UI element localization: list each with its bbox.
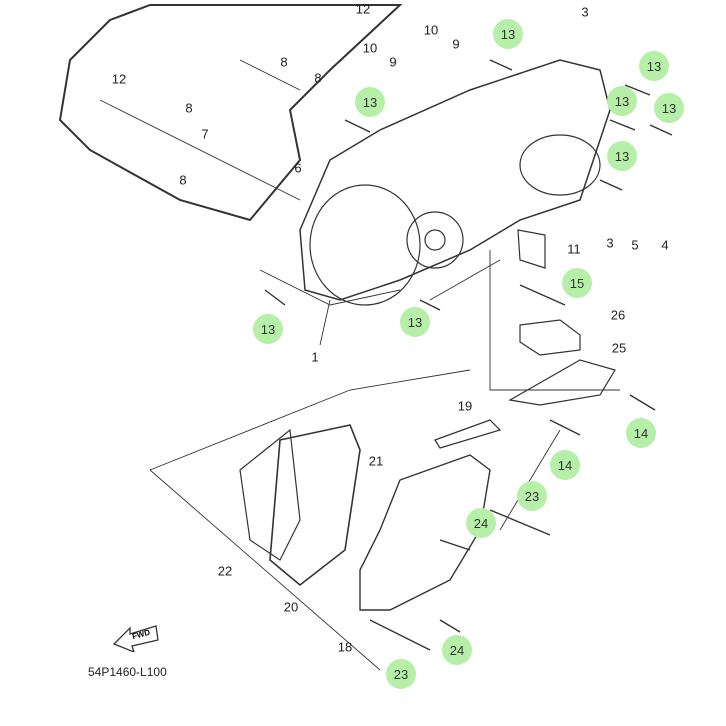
callout-25: 25 [611, 340, 627, 356]
callout-10: 10 [423, 22, 439, 38]
callout-14-highlighted: 14 [550, 450, 580, 480]
bolts [264, 59, 673, 651]
callout-11: 11 [567, 241, 581, 257]
callout-24-highlighted: 24 [442, 635, 472, 665]
callout-13-highlighted: 13 [493, 19, 523, 49]
crankcase-cover [299, 59, 611, 301]
fwd-arrow: FWD [112, 622, 162, 657]
callout-9: 9 [452, 36, 460, 52]
callout-10: 10 [362, 40, 378, 56]
callout-8: 8 [314, 70, 322, 86]
callout-4: 4 [661, 237, 669, 253]
callout-1: 1 [311, 349, 319, 365]
yamaha-emblem [519, 134, 601, 196]
callout-14-highlighted: 14 [626, 418, 656, 448]
callout-5: 5 [631, 237, 639, 253]
part-26-block [519, 319, 581, 356]
callout-8: 8 [280, 54, 288, 70]
callout-26: 26 [610, 307, 626, 323]
callout-8: 8 [185, 100, 193, 116]
callout-24-highlighted: 24 [466, 508, 496, 538]
callout-18: 18 [337, 639, 353, 655]
part-22-filter [239, 428, 301, 561]
callout-19: 19 [457, 398, 473, 414]
part-25-bracket [508, 359, 616, 406]
callout-12: 12 [111, 71, 127, 87]
gasket-outline [58, 4, 403, 222]
callout-8: 8 [179, 172, 187, 188]
fwd-arrow-icon [112, 625, 159, 654]
callout-13-highlighted: 13 [607, 86, 637, 116]
callout-15-highlighted: 15 [562, 268, 592, 298]
callout-21: 21 [368, 453, 384, 469]
callout-13-highlighted: 13 [355, 87, 385, 117]
callout-22: 22 [217, 563, 233, 579]
callout-13-highlighted: 13 [654, 93, 684, 123]
part-19 [434, 419, 502, 449]
callout-12: 12 [355, 1, 371, 17]
diagram-code: 54P1460-L100 [88, 665, 167, 679]
callout-6: 6 [294, 160, 302, 176]
part-20-seal [269, 424, 361, 587]
callout-7: 7 [201, 126, 209, 142]
callout-3: 3 [581, 4, 589, 20]
callout-13-highlighted: 13 [253, 314, 283, 344]
clutch-hub [406, 211, 464, 269]
callout-3: 3 [606, 235, 614, 251]
fan-cover [309, 184, 421, 306]
callout-20: 20 [283, 599, 299, 615]
callout-13-highlighted: 13 [639, 51, 669, 81]
part-11 [517, 229, 546, 269]
callout-9: 9 [389, 54, 397, 70]
callout-13-highlighted: 13 [607, 141, 637, 171]
callout-23-highlighted: 23 [517, 481, 547, 511]
callout-23-highlighted: 23 [386, 659, 416, 689]
part-18-cover [359, 454, 491, 611]
callout-13-highlighted: 13 [400, 307, 430, 337]
